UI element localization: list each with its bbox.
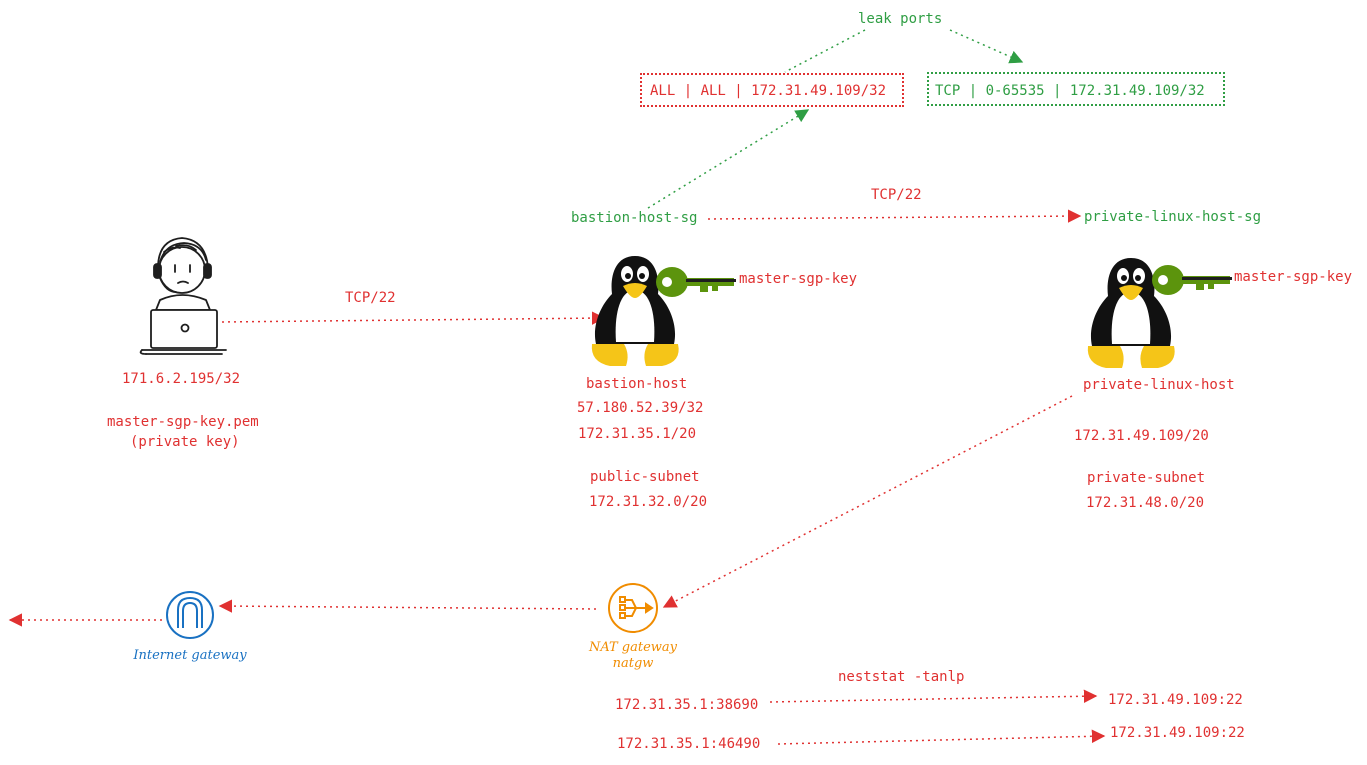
nat-gateway-label: NAT gateway bbox=[588, 640, 678, 655]
nat-gateway-name: natgw bbox=[612, 656, 654, 671]
user-key-file: master-sgp-key.pem bbox=[107, 414, 259, 430]
leak-to-all-rule-line bbox=[784, 29, 866, 73]
bastion-key-label: master-sgp-key bbox=[739, 271, 858, 287]
private-key-icon bbox=[1152, 265, 1232, 295]
private-host-ip: 172.31.49.109/20 bbox=[1074, 428, 1209, 444]
rule-tcp-text: TCP | 0-65535 | 172.31.49.109/32 bbox=[935, 83, 1205, 99]
bastion-linux-icon bbox=[591, 256, 679, 366]
internet-gateway-icon bbox=[166, 591, 214, 639]
bastion-sg-label: bastion-host-sg bbox=[571, 210, 698, 226]
rule-all-box: ALL | ALL | 172.31.49.109/32 bbox=[640, 73, 904, 107]
rule-tcp-box: TCP | 0-65535 | 172.31.49.109/32 bbox=[927, 72, 1225, 106]
public-subnet-cidr: 172.31.32.0/20 bbox=[589, 494, 708, 510]
bastion-private-ip: 172.31.35.1/20 bbox=[578, 426, 697, 442]
nat-gateway-icon bbox=[608, 583, 658, 633]
netstat-row1-arrow bbox=[769, 689, 1098, 703]
sg-tcp22-arrow bbox=[707, 209, 1082, 223]
bastion-key-icon bbox=[656, 267, 736, 297]
leak-ports-label: leak ports bbox=[858, 11, 943, 27]
bastion-sg-to-all-rule-arrow bbox=[647, 109, 810, 209]
private-subnet-name: private-subnet bbox=[1087, 470, 1206, 486]
leak-to-tcp-rule-arrow bbox=[949, 29, 1024, 64]
private-subnet-cidr: 172.31.48.0/20 bbox=[1086, 495, 1205, 511]
public-subnet-name: public-subnet bbox=[590, 469, 700, 485]
netstat-row2-arrow bbox=[777, 729, 1106, 745]
private-to-nat-arrow bbox=[662, 395, 1073, 608]
netstat-row1-src: 172.31.35.1:38690 bbox=[615, 697, 759, 713]
nat-to-igw-arrow bbox=[218, 599, 597, 613]
user-laptop-icon bbox=[139, 237, 227, 355]
private-sg-label: private-linux-host-sg bbox=[1084, 209, 1262, 225]
rule-all-text: ALL | ALL | 172.31.49.109/32 bbox=[650, 83, 887, 99]
netstat-row2-dst: 172.31.49.109:22 bbox=[1110, 725, 1245, 741]
user-key-note: (private key) bbox=[130, 434, 240, 450]
user-to-bastion-arrow bbox=[221, 311, 606, 325]
user-link-label: TCP/22 bbox=[345, 290, 396, 306]
netstat-row2-src: 172.31.35.1:46490 bbox=[617, 736, 761, 752]
netstat-row1-dst: 172.31.49.109:22 bbox=[1108, 692, 1243, 708]
bastion-public-ip: 57.180.52.39/32 bbox=[577, 400, 704, 416]
internet-gateway-label: Internet gateway bbox=[133, 648, 247, 663]
sg-link-label: TCP/22 bbox=[871, 187, 922, 203]
bastion-name: bastion-host bbox=[586, 376, 688, 392]
private-key-label: master-sgp-key bbox=[1234, 269, 1353, 285]
user-ip: 171.6.2.195/32 bbox=[122, 371, 241, 387]
private-linux-icon bbox=[1087, 258, 1175, 368]
netstat-title: neststat -tanlp bbox=[838, 669, 965, 685]
private-host-name: private-linux-host bbox=[1083, 377, 1235, 393]
